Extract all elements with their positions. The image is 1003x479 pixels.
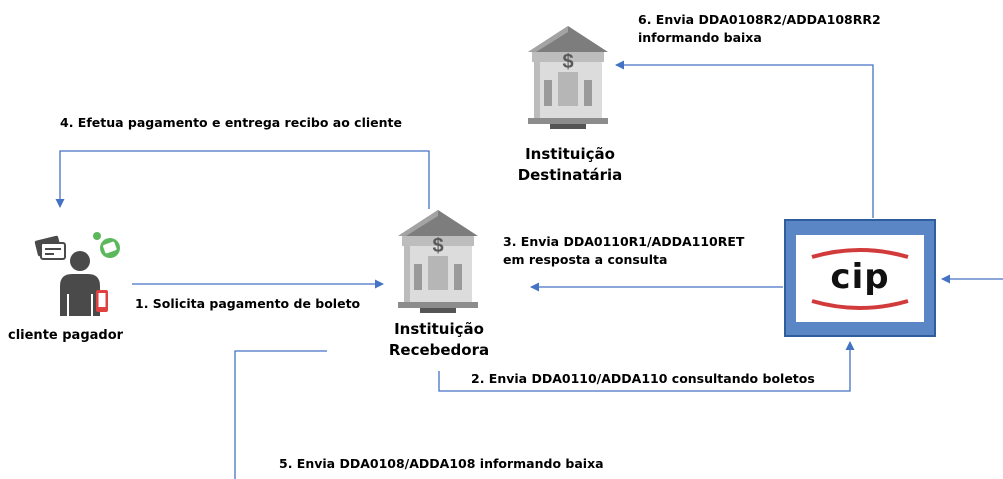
arrow-step-6 (615, 60, 874, 218)
step-1-label: 1. Solicita pagamento de boleto (135, 296, 361, 311)
arrow-step-4 (55, 150, 430, 209)
cip-box: cip (784, 219, 936, 337)
receiver-name: Instituição Recebedora (388, 320, 490, 359)
destination-bank-icon: $ (518, 22, 618, 130)
step-2-label: 2. Envia DDA0110/ADDA110 consultando bol… (471, 371, 815, 386)
step-6-label: 6. Envia DDA0108R2/ADDA108RR2 informando… (638, 12, 881, 45)
cip-logo: cip (796, 235, 924, 322)
client-payer-label: cliente pagador (8, 328, 124, 343)
cip-logo-text: cip (830, 257, 890, 297)
receiver-bank-icon: $ (388, 206, 488, 314)
arrow-step-2 (438, 341, 855, 392)
step-4-label: 4. Efetua pagamento e entrega recibo ao … (60, 115, 402, 130)
line-step-5 (234, 350, 327, 479)
svg-text:$: $ (562, 51, 573, 73)
client-payer-icon (32, 228, 132, 320)
step-5-label: 5. Envia DDA0108/ADDA108 informando baix… (279, 456, 604, 471)
svg-text:$: $ (432, 235, 443, 257)
destination-name: Instituição Destinatária (517, 145, 623, 184)
step-3-label: 3. Envia DDA0110R1/ADDA110RET em respost… (503, 234, 745, 267)
